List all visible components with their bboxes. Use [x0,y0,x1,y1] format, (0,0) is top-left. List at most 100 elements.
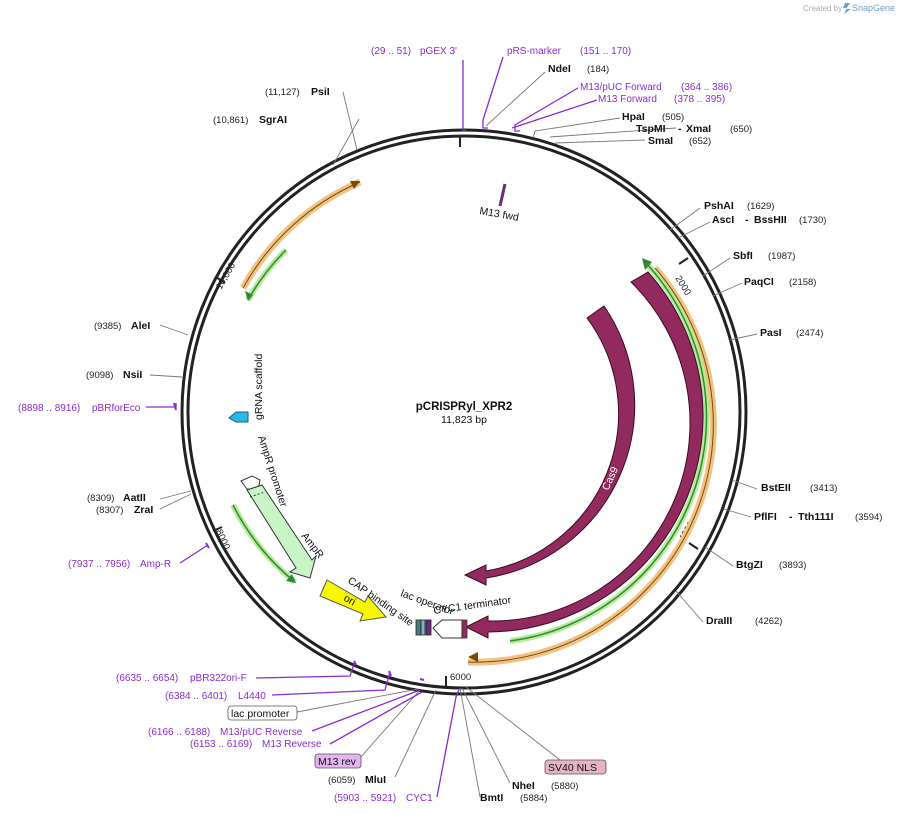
pasi-leader [729,333,758,341]
pasi-name: PasI [760,327,782,339]
nsii-pos: (9098) [86,370,113,381]
hpai-pos: (505) [662,112,684,123]
sgrai-pos: (10,861) [213,115,248,126]
bmti-name: BmtI [480,792,503,804]
sbfi-pos: (1987) [768,251,795,262]
ampr-dash [249,491,266,498]
mlui-name: MluI [365,774,386,786]
alei-name: AleI [131,320,150,332]
orf-right-green-line [509,261,708,642]
grna-scaffold-arrow [228,411,249,423]
orf-lower-left-green-line [232,504,296,583]
brand-label: SnapGene [852,3,895,13]
orf-left-orange-line [242,181,361,289]
sgrai-leader [332,118,360,166]
m13-fwd-label: M13 fwd [478,205,519,224]
tspmi-pos: (650) [730,124,752,135]
tick-10000-mark [215,276,226,284]
tspmi-dash: - [678,123,682,135]
pshai-pos: (1629) [747,201,774,212]
ndei-name: NdeI [548,63,571,75]
lac-promoter-box [227,705,298,721]
psii-pos: (11,127) [265,87,300,98]
amp-r-range: (7937 .. 7956) [68,559,130,570]
m13puc-forward-leader [514,87,579,132]
zrai-pos: (8307) [96,505,123,516]
paqci-leader [712,282,743,297]
nhei-pos: (5880) [551,781,578,792]
cas9-outer-arrow [464,271,704,639]
bsteii-name: BstEII [761,482,791,494]
m13-reverse-leader [329,691,423,745]
amp-r-mark [205,542,210,549]
hpai-leader [532,117,621,139]
ampr-primer-leader [179,544,209,564]
m13-reverse-name: M13 Reverse [262,739,322,750]
m13-reverse-mark [419,678,425,681]
ndei-pos: (184) [587,64,609,75]
nsii-name: NsiI [123,369,142,381]
bsshii-name: BssHII [754,214,787,226]
sbfi-name: SbfI [733,250,753,262]
cyc1-range: (5903 .. 5921) [334,793,396,804]
asci-dash: - [745,214,749,226]
cyc1-terminator-arrow [432,619,463,639]
m13-forward-leader [511,99,598,129]
sv40-nls-marker [461,619,468,639]
cyc1-leader [436,689,460,798]
asci-name: AscI [712,214,734,226]
pbr322ori-range: (6635 .. 6654) [116,673,178,684]
m13puc-reverse-leader [311,689,421,732]
psii-leader [342,91,358,151]
l4440-mark [388,670,392,677]
pgex3-range: (29 .. 51) [371,46,411,57]
alei-pos: (9385) [94,321,121,332]
xmai-name: XmaI [686,123,711,135]
mlui-pos: (6059) [328,775,355,786]
m13rev-leader [359,689,421,759]
pbrforeco-leader [146,403,177,408]
pbr322ori-leader [255,660,356,679]
aatii-name: AatII [123,492,146,504]
pbrforeco-name: pBRforEco [92,403,141,414]
ndei-leader [485,71,546,127]
lac-promoter-label: lac promoter [231,708,290,720]
sv40-leader [465,686,561,761]
hpai-name: HpaI [622,111,645,123]
m13-forward-name: M13 Forward [598,94,657,105]
orf-lower-left-green-head [286,574,296,583]
ori-arrow [319,579,387,622]
plasmid-size: 11,823 bp [441,414,487,426]
m13puc-forward-range: (364 .. 386) [681,82,732,93]
smai-leader [554,139,646,144]
paqci-name: PaqCI [744,276,774,288]
created-by-label: Created by [803,4,842,13]
btgzi-leader [704,546,734,567]
asci-leader [677,221,711,239]
plasmid-name: pCRISPRyl_XPR2 [416,401,513,413]
lac-operator-marker [420,619,426,636]
psii-name: PsiI [311,86,330,98]
tspmi-name: TspMI [636,123,666,135]
bmti-pos: (5884) [520,793,547,804]
prs-marker-leader [482,56,504,129]
cyc1-terminator-label: CYC1 terminator [433,594,513,617]
sv40-nls-label: SV40 NLS [548,762,597,774]
cas9-inner-arrow [463,305,636,586]
asci-pos: (1730) [799,215,826,226]
m13puc-reverse-range: (6166 .. 6188) [148,727,210,738]
zrai-name: ZraI [134,504,153,516]
bsteii-leader [731,479,758,490]
pflfi-name: PflFI [754,511,777,523]
nhei-leader [461,687,511,784]
m13-fwd-marker [498,183,507,207]
pshai-name: PshAI [704,200,734,212]
m13-forward-range: (378 .. 395) [674,94,725,105]
bsteii-pos: (3413) [810,483,837,494]
amp-r-name: Amp-R [140,559,171,570]
pasi-pos: (2474) [796,328,823,339]
backbone-inner [186,134,742,690]
m13puc-forward-name: M13/pUC Forward [580,82,662,93]
m13-reverse-range: (6153 .. 6169) [190,739,252,750]
ampr-arrow [246,484,317,579]
